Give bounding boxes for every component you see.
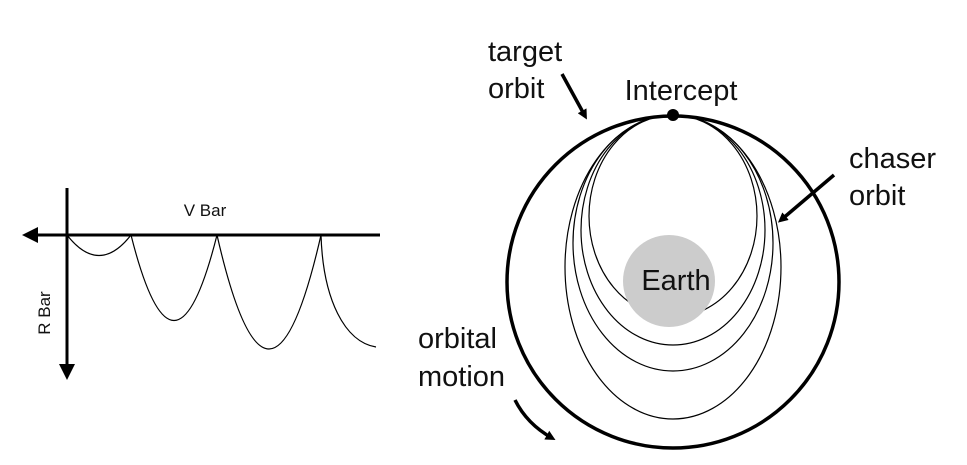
earth bbox=[623, 235, 715, 327]
target-orbit-pointer-arrow bbox=[560, 73, 587, 120]
chaser-orbit-label-line2: orbit bbox=[849, 180, 905, 212]
v-bar-label: V Bar bbox=[184, 201, 227, 220]
relative-motion-diagram: V Bar R Bar bbox=[22, 188, 380, 380]
orbital-motion-label-line1: orbital bbox=[418, 323, 497, 355]
trajectory-hop-4-partial bbox=[320, 234, 377, 348]
r-bar-label: R Bar bbox=[35, 291, 54, 335]
orbit-diagram: Earth Intercept target orbit chaser orbi… bbox=[418, 36, 936, 450]
orbital-motion-label-line2: motion bbox=[418, 361, 505, 393]
chaser-orbit-label-line1: chaser bbox=[849, 143, 936, 175]
trajectory-hop-3 bbox=[216, 234, 322, 350]
intercept-label: Intercept bbox=[625, 75, 738, 107]
trajectory-hop-2 bbox=[130, 234, 218, 321]
chaser-orbit-pointer-arrow bbox=[777, 173, 836, 223]
trajectory-hop-1 bbox=[66, 234, 132, 257]
r-bar-arrowhead bbox=[59, 364, 75, 380]
earth-label: Earth bbox=[641, 265, 710, 297]
target-orbit-label-line1: target bbox=[488, 36, 562, 68]
target-orbit-label-line2: orbit bbox=[488, 73, 544, 105]
v-bar-arrowhead bbox=[22, 227, 38, 243]
intercept-point bbox=[667, 109, 679, 121]
orbital-motion-arrow bbox=[513, 399, 556, 440]
